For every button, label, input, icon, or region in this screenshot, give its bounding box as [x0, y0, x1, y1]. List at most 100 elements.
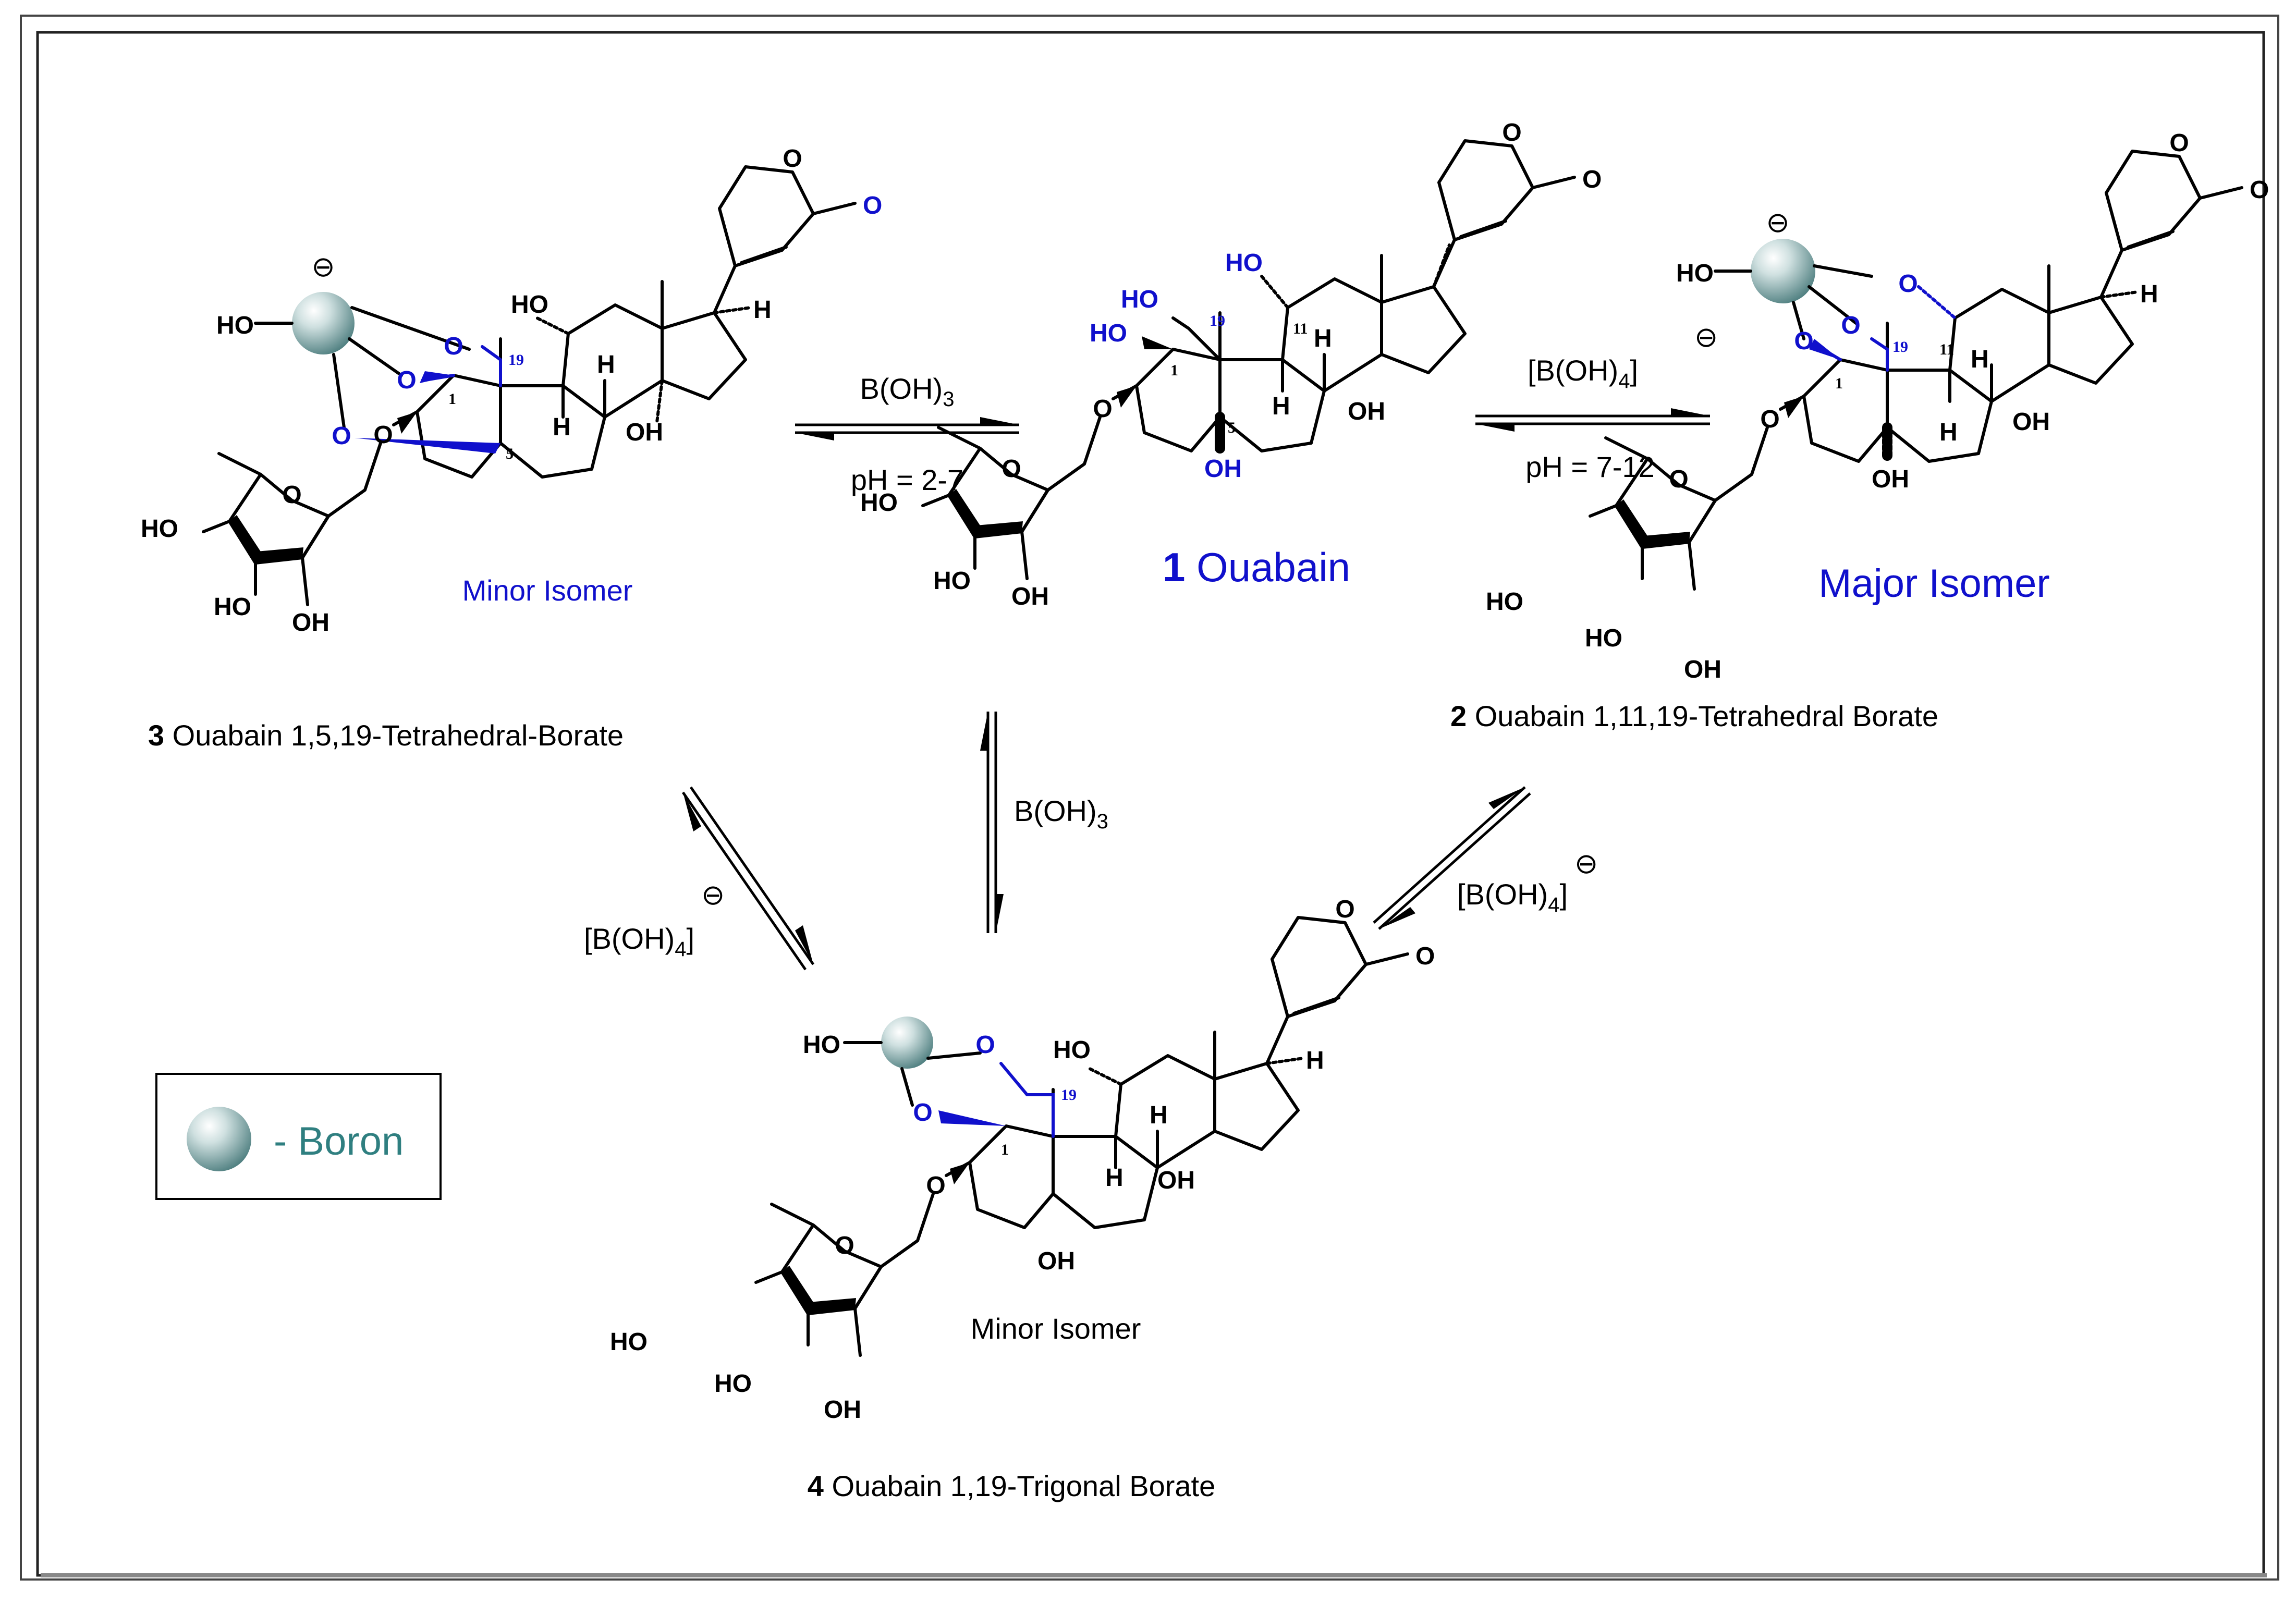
oxygen-label: O [2250, 176, 2269, 204]
compound-1-structure: HO HO HO 19 1 5 11 OH H H OH O O O O HO … [860, 119, 1602, 610]
compound-4-structure: HO O O 19 1 HO OH H H H OH O O O O HO HO… [610, 896, 1435, 1424]
hydroxyl-label: OH [1157, 1167, 1195, 1194]
hydrogen-label: H [753, 296, 772, 324]
hydroxyl-label: HO [933, 567, 971, 595]
oxygen-label: O [397, 366, 416, 394]
equilibrium-arrow-1-2 [1475, 408, 1710, 432]
hydroxyl-label: HO [610, 1328, 648, 1356]
hydroxyl-label: HO [714, 1370, 752, 1398]
boron-atom-icon [292, 292, 355, 354]
compound-3-caption: 3 Ouabain 1,5,19-Tetrahedral-Borate [148, 719, 624, 752]
reagent-borate-right: [B(OH)4] [1457, 878, 1568, 916]
compound-1-label: 1 Ouabain [1163, 544, 1350, 590]
frame-shadow [41, 1573, 2267, 1577]
hydroxyl-label: OH [1872, 466, 1909, 493]
hydroxyl-label: HO [1676, 260, 1714, 287]
outer-frame [20, 15, 2279, 1581]
reagent-borate-left: [B(OH)4] [584, 922, 694, 961]
hydroxyl-label: OH [626, 419, 663, 446]
position-19-label: 19 [1210, 312, 1225, 329]
oxygen-label: O [1898, 270, 1918, 298]
position-1-label: 1 [1170, 362, 1178, 379]
hydroxyl-label: HO [803, 1031, 840, 1059]
charge-symbol: ⊖ [1694, 322, 1718, 353]
hydroxyl-label: HO [141, 515, 178, 543]
hydroxyl-label: OH [824, 1396, 861, 1424]
reagent-boric-acid-top: B(OH)3 [860, 372, 955, 411]
compound-4-isomer-label: Minor Isomer [971, 1312, 1141, 1345]
boron-atom-icon [1751, 239, 1815, 303]
hydroxyl-label: HO [860, 489, 898, 517]
oxygen-label: O [1335, 896, 1354, 923]
compound-2-structure: ⊖ HO O O O 19 1 11 OH H H H OH O O O O H… [1486, 129, 2269, 683]
hydroxyl-label: HO [1053, 1036, 1091, 1064]
hydroxyl-label: OH [292, 609, 329, 636]
oxygen-label: O [1582, 166, 1602, 193]
position-11-label: 11 [1939, 341, 1954, 358]
position-1-label: 1 [448, 390, 456, 408]
equilibrium-arrow-4-2 [1373, 786, 1531, 930]
hydroxyl-label: OH [1204, 455, 1242, 483]
oxygen-label: O [1669, 466, 1688, 493]
hydrogen-label: H [1306, 1047, 1324, 1074]
hydroxyl-label: HO [511, 291, 548, 319]
oxygen-label: O [1002, 455, 1021, 483]
hydroxyl-label: OH [1037, 1247, 1075, 1275]
hydroxyl-label: OH [1011, 583, 1049, 610]
position-1-label: 1 [1835, 375, 1843, 392]
hydroxyl-label: HO [216, 312, 254, 339]
position-5-label: 5 [506, 445, 514, 462]
position-1-label: 1 [1001, 1141, 1009, 1158]
oxygen-label: O [926, 1172, 945, 1199]
compound-2-caption: 2 Ouabain 1,11,19-Tetrahedral Borate [1450, 700, 1938, 732]
hydroxyl-label: HO [1225, 249, 1263, 277]
oxygen-label: O [783, 145, 802, 173]
boron-sphere-icon [187, 1107, 251, 1171]
legend-box: - Boron [155, 1073, 442, 1200]
position-19-label: 19 [508, 351, 524, 369]
hydroxyl-label: HO [1486, 588, 1523, 616]
equilibrium-arrow-3-1 [795, 417, 1019, 440]
hydroxyl-label: OH [1348, 398, 1385, 425]
position-19-label: 19 [1892, 338, 1908, 356]
oxygen-label: O [913, 1099, 932, 1127]
compound-4-caption: 4 Ouabain 1,19-Trigonal Borate [808, 1470, 1215, 1502]
hydroxyl-label: OH [2012, 408, 2050, 436]
hydroxyl-label: HO [1121, 286, 1158, 313]
reagent-borate-top: [B(OH)4] [1528, 354, 1638, 393]
oxygen-label: O [373, 421, 393, 449]
oxygen-label: O [1502, 119, 1521, 146]
compound-3-structure: ⊖ HO O O O 19 1 5 HO H H H OH O O O O HO… [141, 145, 882, 636]
oxygen-label: O [332, 422, 351, 450]
oxygen-label: O [835, 1232, 854, 1259]
oxygen-label: O [1415, 942, 1435, 970]
hydrogen-label: H [1105, 1164, 1123, 1192]
hydroxyl-label: HO [214, 593, 251, 621]
charge-symbol: ⊖ [1574, 848, 1598, 879]
hydrogen-label: H [2140, 280, 2158, 308]
ph-acid-label: pH = 2-7 [851, 463, 963, 496]
position-19-label: 19 [1061, 1086, 1077, 1104]
oxygen-label: O [2169, 129, 2189, 157]
oxygen-label: O [444, 333, 463, 360]
ph-base-label: pH = 7-12 [1525, 450, 1655, 483]
oxygen-label: O [1841, 312, 1860, 339]
hydrogen-label: H [1150, 1101, 1168, 1129]
compound-2-isomer-label: Major Isomer [1818, 561, 2049, 606]
compound-3-isomer-label: Minor Isomer [462, 574, 633, 607]
hydroxyl-label: HO [1090, 320, 1127, 347]
oxygen-label: O [282, 481, 301, 509]
reagent-boric-acid-vertical: B(OH)3 [1014, 794, 1108, 833]
hydrogen-label: H [1971, 346, 1989, 373]
equilibrium-arrow-1-4 [980, 712, 1004, 933]
hydrogen-label: H [597, 351, 615, 378]
charge-symbol: ⊖ [701, 879, 725, 911]
hydrogen-label: H [1939, 419, 1958, 446]
hydrogen-label: H [1272, 393, 1290, 420]
hydroxyl-label: HO [1585, 625, 1622, 652]
position-5-label: 5 [1228, 419, 1236, 436]
oxygen-label: O [1760, 406, 1779, 433]
inner-frame [36, 31, 2265, 1577]
